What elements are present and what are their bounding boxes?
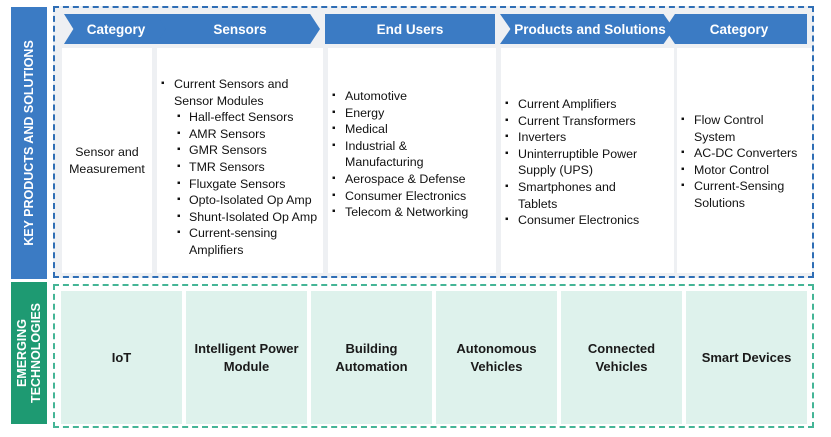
sensor-sub-list: Hall-effect Sensors AMR Sensors GMR Sens… bbox=[159, 109, 323, 258]
list-item: Fluxgate Sensors bbox=[173, 176, 323, 193]
category-left-line1: Sensor and bbox=[75, 144, 139, 159]
list-item: Telecom & Networking bbox=[328, 204, 496, 221]
list-item: Aerospace & Defense bbox=[328, 171, 496, 188]
sensors-list: Current Sensors and Sensor Modules Hall-… bbox=[157, 48, 323, 259]
tile-line1: Building bbox=[345, 340, 398, 356]
sensor-main-item: Current Sensors and Sensor Modules Hall-… bbox=[157, 76, 323, 259]
emerging-tile-smart-devices: Smart Devices bbox=[686, 291, 807, 424]
sensor-last-line2: Amplifiers bbox=[189, 242, 244, 257]
emerging-tile-iot: IoT bbox=[61, 291, 182, 424]
emerging-label-line2: TECHNOLOGIES bbox=[29, 302, 44, 404]
list-item: Current-Sensing Solutions bbox=[677, 178, 812, 211]
key-products-side-label: KEY PRODUCTS AND SOLUTIONS bbox=[11, 7, 47, 279]
sensors-panel: Current Sensors and Sensor Modules Hall-… bbox=[157, 48, 323, 273]
list-item: AMR Sensors bbox=[173, 126, 323, 143]
end-users-panel: Automotive Energy Medical Industrial & M… bbox=[328, 48, 496, 273]
tile-line1: Connected bbox=[587, 340, 656, 356]
tile-line2: Module bbox=[223, 358, 270, 374]
product-smartphones-line1: Smartphones and bbox=[518, 179, 616, 194]
list-item: Current Transformers bbox=[501, 113, 674, 130]
end-user-industrial-line2: Manufacturing bbox=[345, 155, 424, 170]
sensor-last-line1: Current-sensing bbox=[189, 226, 278, 241]
list-item: Automotive bbox=[328, 88, 496, 105]
list-item: GMR Sensors bbox=[173, 142, 323, 159]
tile-line1: Intelligent Power bbox=[194, 340, 299, 356]
list-item: Energy bbox=[328, 105, 496, 122]
product-ups-line1: Uninterruptible Power bbox=[518, 146, 638, 161]
list-item: Medical bbox=[328, 121, 496, 138]
end-users-list: Automotive Energy Medical Industrial & M… bbox=[328, 48, 496, 221]
category-right-panel: Flow Control System AC-DC Converters Mot… bbox=[677, 48, 812, 273]
category-left-text: Sensor and Measurement bbox=[69, 144, 145, 177]
tile-line1: Autonomous bbox=[456, 340, 537, 356]
list-item: AC-DC Converters bbox=[677, 145, 812, 162]
tile-line1: Smart Devices bbox=[701, 349, 792, 365]
list-item: Opto-Isolated Op Amp bbox=[173, 192, 323, 209]
end-user-industrial-line1: Industrial & bbox=[345, 138, 407, 153]
tile-line2: Automation bbox=[335, 358, 408, 374]
products-panel: Current Amplifiers Current Transformers … bbox=[501, 48, 674, 273]
emerging-label-text: EMERGING TECHNOLOGIES bbox=[15, 303, 43, 403]
emerging-label-line1: EMERGING bbox=[15, 318, 30, 388]
list-item: Hall-effect Sensors bbox=[173, 109, 323, 126]
emerging-technologies-side-label: EMERGING TECHNOLOGIES bbox=[11, 282, 47, 424]
list-item: Shunt-Isolated Op Amp bbox=[173, 209, 323, 226]
header-category-left: Category bbox=[64, 14, 168, 44]
products-list: Current Amplifiers Current Transformers … bbox=[501, 48, 674, 229]
flow-control-line1: Flow Control bbox=[694, 113, 764, 127]
category-left-panel: Sensor and Measurement bbox=[62, 48, 152, 273]
header-category-right: Category bbox=[665, 14, 807, 44]
category-right-list: Flow Control System AC-DC Converters Mot… bbox=[677, 48, 812, 212]
current-sensing-line1: Current-Sensing bbox=[694, 179, 785, 194]
current-sensing-line2: Solutions bbox=[694, 195, 745, 210]
key-products-label-text: KEY PRODUCTS AND SOLUTIONS bbox=[22, 40, 37, 246]
category-left-line2: Measurement bbox=[69, 161, 145, 176]
flow-control-line2: System bbox=[694, 129, 736, 144]
tile-line2: Vehicles bbox=[595, 358, 648, 374]
tile-line1: IoT bbox=[111, 349, 132, 365]
list-item: TMR Sensors bbox=[173, 159, 323, 176]
sensor-main-line1: Current Sensors and bbox=[174, 77, 289, 91]
list-item: Current-sensing Amplifiers bbox=[173, 225, 323, 258]
list-item: Motor Control bbox=[677, 162, 812, 179]
list-item: Uninterruptible Power Supply (UPS) bbox=[501, 146, 674, 179]
list-item: Consumer Electronics bbox=[328, 188, 496, 205]
product-ups-line2: Supply (UPS) bbox=[518, 163, 594, 178]
list-item: Flow Control System bbox=[677, 112, 812, 145]
header-sensors: Sensors bbox=[156, 14, 320, 44]
header-end-users: End Users bbox=[325, 14, 495, 44]
list-item: Smartphones and Tablets bbox=[501, 179, 674, 212]
list-item: Consumer Electronics bbox=[501, 212, 674, 229]
header-products-solutions: Products and Solutions bbox=[500, 14, 674, 44]
tile-line2: Vehicles bbox=[470, 358, 523, 374]
list-item: Industrial & Manufacturing bbox=[328, 138, 496, 171]
product-smartphones-line2: Tablets bbox=[518, 196, 558, 211]
list-item: Current Amplifiers bbox=[501, 96, 674, 113]
sensor-main-line2: Sensor Modules bbox=[174, 93, 264, 108]
list-item: Inverters bbox=[501, 129, 674, 146]
